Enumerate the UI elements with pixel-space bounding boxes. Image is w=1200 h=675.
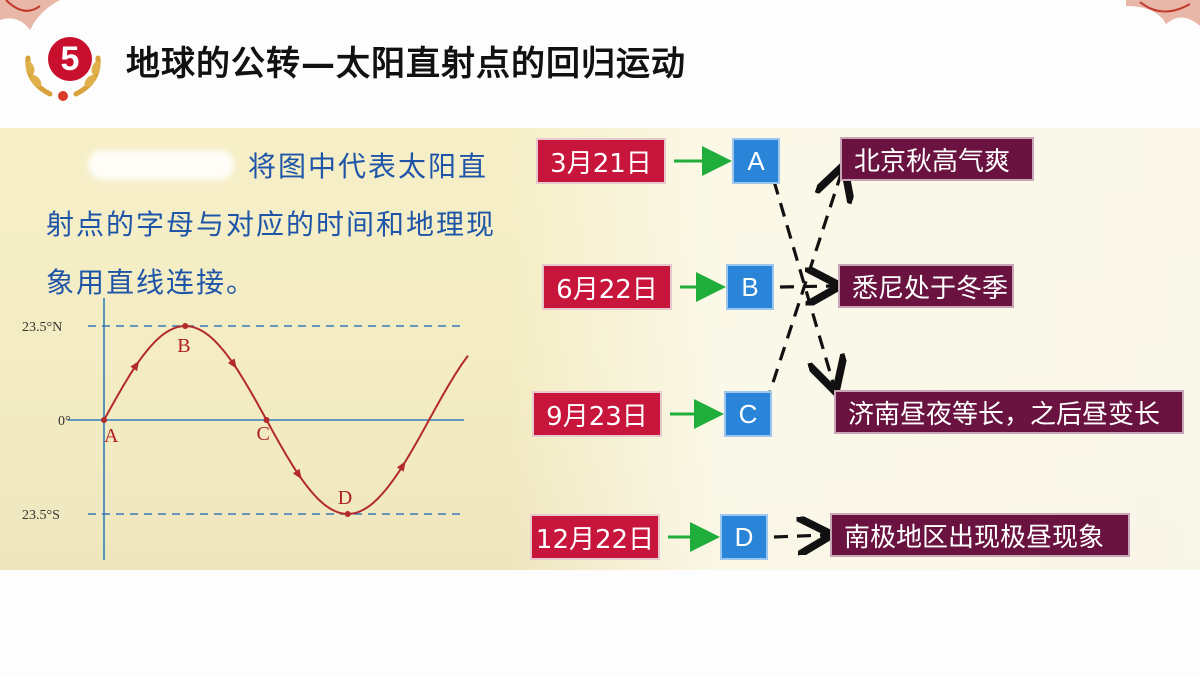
date-box: 6月22日 <box>542 264 672 310</box>
direction-arrow <box>396 461 406 472</box>
laurel-badge-icon <box>25 37 101 101</box>
direction-arrow <box>227 358 237 369</box>
letter-to-phenomenon-arrow <box>764 171 842 405</box>
page-title: 地球的公转—太阳直射点的回归运动 <box>126 44 686 84</box>
letter-to-phenomenon-arrow <box>779 286 834 287</box>
y-tick-label: 0° <box>58 414 71 429</box>
subsolar-point-chart: 23.5°N 0° 23.5°S A B C D <box>22 298 469 560</box>
letter-to-phenomenon-arrow <box>773 535 826 537</box>
text-smudge <box>88 150 234 180</box>
point-label: C <box>257 423 270 445</box>
corner-ornament-left <box>0 0 60 30</box>
point-a <box>101 417 107 423</box>
connection-lines <box>668 146 1200 570</box>
section-number: 5 <box>60 40 80 78</box>
date-box: 9月23日 <box>532 391 662 437</box>
corner-ornament-right <box>1126 0 1200 26</box>
y-tick-label: 23.5°S <box>22 508 60 523</box>
phenomenon-box: 济南昼夜等长，之后昼变长 <box>834 390 1184 434</box>
point-b <box>182 323 189 329</box>
matching-diagram: 3月21日 A 6月22日 B 9月23日 C 12月22日 D 北京秋高气爽悉尼处于冬季济南昼… <box>520 128 1200 570</box>
direction-arrow <box>130 360 140 372</box>
point-label: D <box>338 487 352 509</box>
phenomenon-box: 北京秋高气爽 <box>840 137 1034 181</box>
letter-box-d: D <box>720 514 768 560</box>
phenomenon-box: 南极地区出现极昼现象 <box>830 513 1130 557</box>
date-box: 3月21日 <box>536 138 666 184</box>
point-label: B <box>177 335 190 357</box>
point-d <box>344 511 351 517</box>
phenomenon-box: 悉尼处于冬季 <box>838 264 1014 308</box>
direction-arrow <box>292 468 302 480</box>
letter-box-b: B <box>726 264 774 310</box>
letter-to-phenomenon-arrow <box>772 180 834 386</box>
letter-box-a: A <box>732 138 780 184</box>
y-tick-label: 23.5°N <box>22 320 62 335</box>
instruction-text: 将图中代表太阳直射点的字母与对应的时间和地理现象用直线连接。 <box>46 150 497 299</box>
point-label: A <box>104 425 119 447</box>
point-c <box>263 417 270 423</box>
section-badge: 5 <box>18 18 108 104</box>
letter-box-c: C <box>724 391 772 437</box>
date-box: 12月22日 <box>530 514 660 560</box>
subsolar-curve <box>103 324 469 516</box>
